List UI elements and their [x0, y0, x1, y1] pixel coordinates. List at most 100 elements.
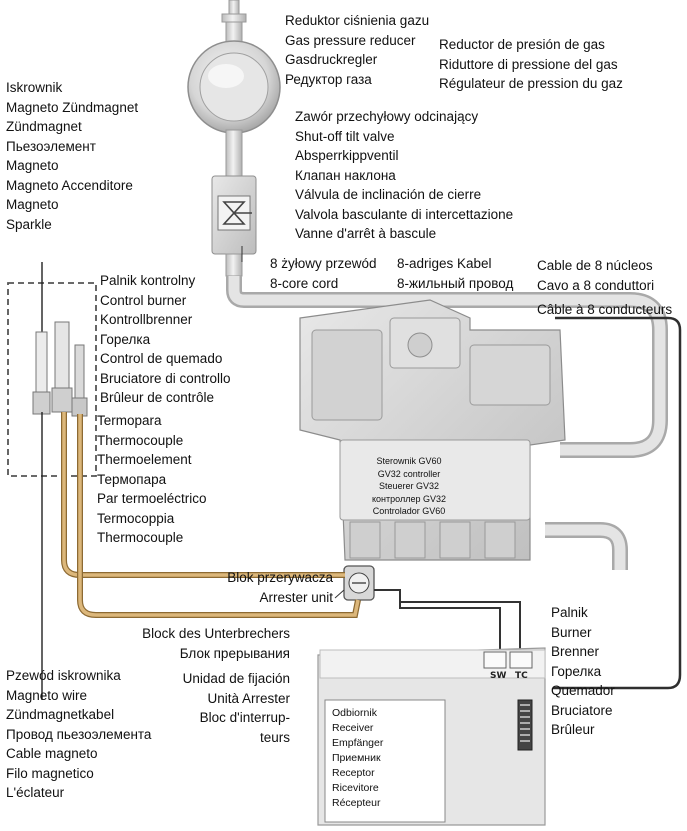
reducer-label: Régulateur de pression du gaz	[439, 76, 623, 91]
burner-label: Brûleur	[551, 722, 595, 737]
receiver-label: Receptor	[332, 767, 375, 779]
cord-label: 8-adriges Kabel	[397, 256, 492, 271]
thermocouple-label: Thermocouple	[97, 432, 184, 448]
magneto-wire-label-group: Pzewód iskrownika Magneto wire Zündmagne…	[6, 666, 151, 803]
arrester-label: Unità Arrester	[207, 690, 290, 706]
tilt-valve-label: Shut-off tilt valve	[295, 128, 395, 144]
cord-label-group-c: Cable de 8 núcleos Cavo a 8 conduttori C…	[537, 256, 672, 320]
tilt-valve-label: Válvula de inclinación de cierre	[295, 187, 482, 202]
arrester-unit	[343, 565, 375, 601]
magneto-wire-label: Filo magnetico	[6, 765, 94, 781]
cord-label: 8 żyłowy przewód	[270, 256, 377, 271]
tilt-valve-label: Zawór przechyłowy odcinający	[295, 109, 479, 124]
magneto-wire-label: Magneto wire	[6, 687, 88, 703]
sw-terminal-label: SW	[490, 671, 507, 681]
burner-label: Burner	[551, 624, 592, 640]
cord-label-group-b: 8-adriges Kabel 8-жильный провод	[397, 254, 513, 293]
cord-label: 8-жильный провод	[397, 275, 514, 291]
thermocouple-label: Termocoppia	[97, 510, 175, 526]
burner-label: Brenner	[551, 644, 600, 659]
magneto-label: Magneto	[6, 158, 59, 173]
magneto-label: Sparkle	[6, 216, 52, 232]
magneto-label: Iskrownik	[6, 80, 63, 95]
magneto-wire-label: Провод пьезоэлемента	[6, 726, 152, 742]
controller-label: GV32 controller	[377, 468, 441, 479]
thermocouple-label: Termopara	[97, 413, 162, 428]
receiver-label: Receiver	[332, 722, 374, 734]
receiver-label: Empfänger	[332, 737, 384, 749]
magneto-wire-label: Cable magneto	[6, 746, 98, 761]
controller-label-group: Sterownik GV60 GV32 controller Steuerer …	[348, 455, 470, 518]
controller-label: Controlador GV60	[372, 506, 446, 517]
burner-label: Palnik	[551, 605, 588, 620]
magneto-wire-label: Pzewód iskrownika	[6, 668, 121, 683]
reducer-label: Редуктор газа	[285, 71, 372, 87]
thermocouple-label: Thermoelement	[97, 452, 192, 467]
receiver-label: Odbiornik	[332, 707, 377, 719]
cord-label-group-a: 8 żyłowy przewód 8-core cord	[270, 254, 377, 293]
reducer-label-group-b: Reductor de presión de gas Riduttore di …	[439, 35, 623, 94]
cord-label: Cable de 8 núcleos	[537, 258, 653, 273]
receiver-label-group: Odbiornik Receiver Empfänger Приемник Re…	[332, 706, 383, 811]
tilt-valve-label: Vanne d'arrêt à bascule	[295, 226, 437, 241]
receiver-label: Ricevitore	[332, 782, 379, 794]
control-burner-label: Control burner	[100, 292, 187, 308]
magneto-label: Magneto Accenditore	[6, 177, 133, 193]
magneto-wire-label: L'éclateur	[6, 785, 65, 800]
reducer-label: Reduktor ciśnienia gazu	[285, 13, 430, 28]
thermocouple-label-group: Termopara Thermocouple Thermoelement Тер…	[97, 411, 207, 548]
controller-label: контроллер GV32	[372, 493, 446, 504]
burner-label: Bruciatore	[551, 702, 613, 718]
controller-label: Sterownik GV60	[376, 456, 442, 466]
burner-label: Quemador	[551, 683, 615, 698]
tc-terminal-label: TC	[515, 671, 528, 681]
tilt-valve-label: Клапан наклона	[295, 167, 396, 183]
arrester-label: Unidad de fijación	[182, 671, 290, 686]
arrester-label-group-b: Block des Unterbrechers Блок прерывания …	[120, 624, 290, 747]
arrester-label-group-a: Blok przerywacza Arrester unit	[175, 568, 333, 607]
control-burner-label-group: Palnik kontrolny Control burner Kontroll…	[100, 271, 231, 408]
magneto-wire-label: Zündmagnetkabel	[6, 707, 115, 722]
arrester-label: teurs	[259, 729, 290, 745]
eight-core-cord	[553, 316, 682, 690]
magneto-label: Magneto	[6, 197, 59, 212]
thermocouple-label: Термопара	[97, 471, 167, 487]
arrester-label: Bloc d'interrup-	[199, 710, 290, 725]
gas-pressure-reducer	[187, 0, 281, 177]
control-burner-label: Palnik kontrolny	[100, 273, 196, 288]
reducer-label: Gas pressure reducer	[285, 32, 416, 48]
thermocouple-label: Thermocouple	[97, 530, 184, 545]
cord-label: Cavo a 8 conduttori	[537, 277, 655, 293]
reducer-label: Gasdruckregler	[285, 52, 378, 67]
tilt-valve-label: Absperrkippventil	[295, 148, 399, 163]
receiver-label: Приемник	[332, 752, 381, 764]
control-burner-label: Brûleur de contrôle	[100, 390, 215, 405]
reducer-label: Riduttore di pressione del gas	[439, 56, 618, 72]
cord-label: 8-core cord	[270, 275, 339, 291]
thermocouple-label: Par termoeléctrico	[97, 491, 207, 506]
burner-label-group: Palnik Burner Brenner Горелка Quemador B…	[551, 603, 615, 740]
arrester-label: Arrester unit	[259, 589, 333, 605]
arrester-to-receiver-wire	[374, 589, 501, 650]
magneto-label: Zündmagnet	[6, 119, 82, 134]
control-burner-label: Bruciatore di controllo	[100, 370, 231, 386]
burner-label: Горелка	[551, 663, 602, 679]
arrester-label: Blok przerywacza	[227, 570, 333, 585]
controller-label: Steuerer GV32	[378, 481, 440, 492]
pilot-burner-assembly	[7, 262, 97, 477]
control-burner-label: Горелка	[100, 331, 151, 347]
tilt-valve-label-group: Zawór przechyłowy odcinający Shut-off ti…	[295, 107, 513, 244]
control-burner-label: Kontrollbrenner	[100, 312, 193, 327]
arrester-label: Блок прерывания	[179, 645, 290, 661]
cord-label: Câble à 8 conducteurs	[537, 302, 673, 317]
gas-valve-controller	[299, 299, 566, 561]
magneto-label: Magneto Zündmagnet	[6, 99, 139, 115]
control-burner-label: Control de quemado	[100, 351, 223, 366]
arrester-label: Block des Unterbrechers	[142, 626, 290, 641]
shut-off-tilt-valve	[211, 175, 257, 277]
receiver-label: Récepteur	[332, 797, 381, 809]
reducer-label-group-a: Reduktor ciśnienia gazu Gas pressure red…	[285, 11, 429, 89]
magneto-label-group: Iskrownik Magneto Zündmagnet Zündmagnet …	[6, 78, 138, 234]
reducer-label: Reductor de presión de gas	[439, 37, 605, 52]
